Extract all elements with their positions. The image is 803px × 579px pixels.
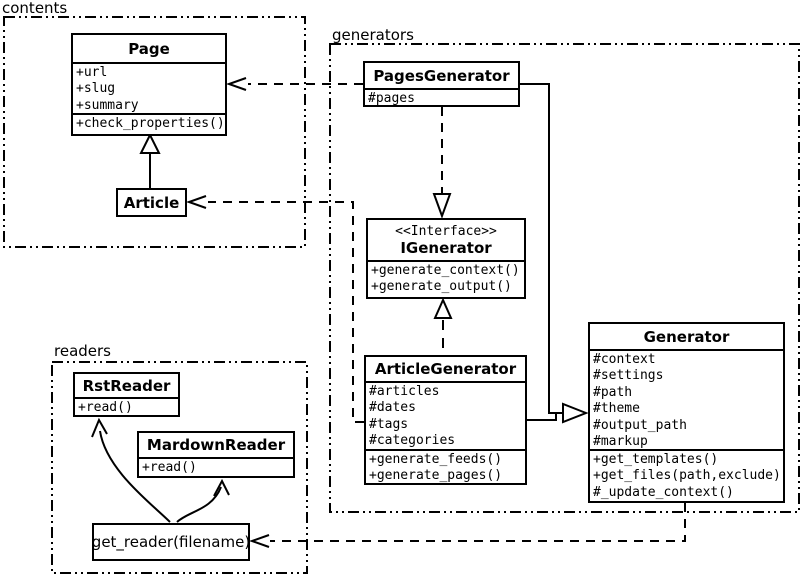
class-generator-methods: +get_templates() +get_files(path,exclude… (593, 452, 781, 500)
class-igenerator-title: <<Interface>> IGenerator (368, 220, 524, 262)
generator-to-getreader-dependency-line (270, 503, 686, 542)
class-articlegenerator-title: ArticleGenerator (366, 357, 525, 383)
class-page-title: Page (73, 35, 225, 64)
class-mardownreader-methods: +read() (142, 460, 197, 475)
class-rstreader-methods: +read() (78, 400, 133, 415)
class-rstreader: RstReader +read() (73, 372, 180, 417)
class-page: Page +url +slug +summary +check_properti… (71, 33, 227, 136)
class-articlegenerator: ArticleGenerator #articles #dates #tags … (364, 355, 527, 485)
class-igenerator: <<Interface>> IGenerator +generate_conte… (366, 218, 526, 299)
class-pagesgenerator-attributes: #pages (368, 91, 415, 106)
contents-package-border (3, 16, 306, 248)
function-get-reader: get_reader(filename) (92, 523, 250, 561)
class-pagesgenerator: PagesGenerator #pages (363, 61, 520, 107)
package-label-contents: contents (2, 0, 68, 17)
open-arrowhead-at-rstreader (91, 417, 108, 438)
package-label-readers: readers (54, 342, 111, 360)
readers-package-border (51, 361, 308, 574)
class-generator-title: Generator (590, 324, 783, 351)
class-pagesgenerator-title: PagesGenerator (365, 63, 518, 90)
articlegenerator-to-generator-line (527, 413, 557, 421)
open-arrowhead-at-article (185, 195, 207, 209)
class-igenerator-name: IGenerator (400, 238, 492, 257)
getreader-to-mardownreader-curve (176, 486, 222, 523)
hollow-triangle-at-igenerator-bottom (433, 297, 453, 319)
package-label-generators: generators (332, 26, 414, 44)
class-page-methods: +check_properties() (76, 116, 225, 131)
class-generator-attributes: #context #settings #path #theme #output_… (590, 351, 783, 451)
articlegenerator-to-article-dependency-line (208, 201, 364, 423)
class-page-attributes: +url +slug +summary (73, 64, 225, 115)
generators-package-border (329, 43, 800, 513)
class-mardownreader: MardownReader +read() (137, 431, 295, 478)
class-article: Article (116, 188, 187, 217)
class-rstreader-title: RstReader (75, 374, 178, 399)
class-articlegenerator-attributes: #articles #dates #tags #categories (366, 383, 525, 451)
class-generator: Generator #context #settings #path #them… (588, 322, 785, 503)
class-igenerator-methods: +generate_context() +generate_output() (371, 263, 520, 295)
hollow-triangle-at-igenerator-top (432, 193, 452, 219)
getreader-to-rstreader-curve (99, 430, 171, 523)
interface-stereotype: <<Interface>> (395, 223, 497, 239)
hollow-triangle-at-page (139, 132, 161, 154)
open-arrowhead-at-page (225, 77, 247, 91)
open-arrowhead-at-mardownreader (213, 478, 230, 497)
hollow-triangle-at-generator (562, 402, 589, 424)
class-mardownreader-title: MardownReader (139, 433, 293, 459)
open-arrowhead-at-getreader (248, 534, 270, 548)
class-articlegenerator-methods: +generate_feeds() +generate_pages() (369, 452, 503, 484)
